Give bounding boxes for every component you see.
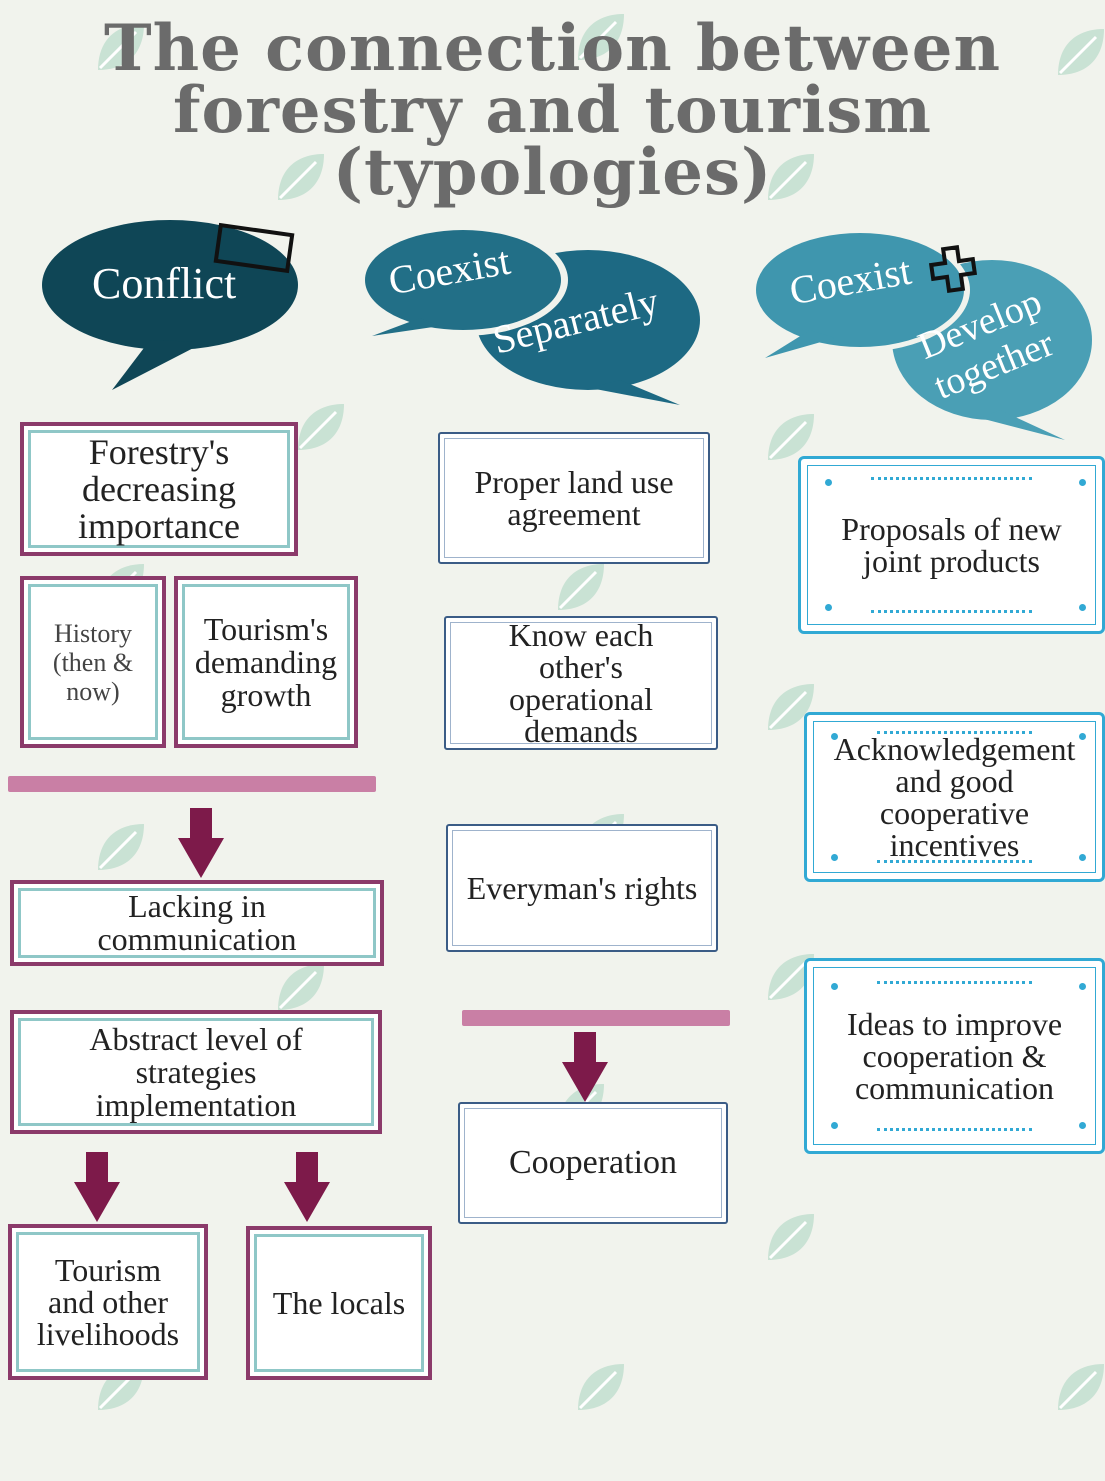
- coexist-separately-speech-bubble: [358, 224, 700, 405]
- conflict-speech-bubble: [42, 220, 298, 390]
- everymans-rights-text: Everyman's rights: [466, 870, 698, 906]
- leaf-icon: [768, 414, 814, 460]
- the-locals-box: The locals: [246, 1226, 432, 1380]
- leaf-icon: [98, 824, 144, 870]
- leaf-icon: [298, 404, 344, 450]
- arrow-down-icon: [284, 1152, 330, 1222]
- history-box: History(then &now): [20, 576, 166, 748]
- title-line-1: The connection between: [103, 11, 1002, 86]
- the-locals-text: The locals: [272, 1284, 406, 1321]
- leaf-icon: [1058, 1364, 1104, 1410]
- cooperation-box: Cooperation: [458, 1102, 728, 1224]
- conflict-divider: [8, 776, 376, 792]
- leaf-icon: [768, 954, 814, 1000]
- arrow-down-icon: [74, 1152, 120, 1222]
- leaf-icon: [768, 1214, 814, 1260]
- leaf-icon: [278, 154, 324, 200]
- speech-bubbles: [42, 220, 1092, 440]
- leaf-icon: [558, 564, 604, 610]
- history-text: History(then &now): [52, 618, 134, 706]
- arrow-down-icon: [178, 808, 224, 878]
- leaf-icon: [278, 964, 324, 1010]
- separately-divider: [462, 1010, 730, 1026]
- leaf-icon: [578, 1364, 624, 1410]
- box-doodle-icon: [213, 222, 295, 274]
- leaf-icon: [578, 14, 624, 60]
- conflict-label: Conflict: [92, 259, 237, 308]
- page-title: The connection between forestry and tour…: [0, 11, 1105, 210]
- cooperation-text: Cooperation: [508, 1144, 678, 1181]
- title-line-3: (typologies): [332, 135, 773, 210]
- leaf-icon: [768, 684, 814, 730]
- everymans-rights-box: Everyman's rights: [446, 824, 718, 952]
- title-line-2: forestry and tourism: [172, 73, 933, 148]
- leaf-icon: [98, 24, 144, 70]
- leaf-icon: [768, 154, 814, 200]
- coexist-develop-together-speech-bubble: [750, 228, 1092, 440]
- leaf-icon: [1058, 29, 1104, 75]
- plus-doodle-icon: [928, 244, 978, 294]
- arrow-down-icon: [562, 1032, 608, 1102]
